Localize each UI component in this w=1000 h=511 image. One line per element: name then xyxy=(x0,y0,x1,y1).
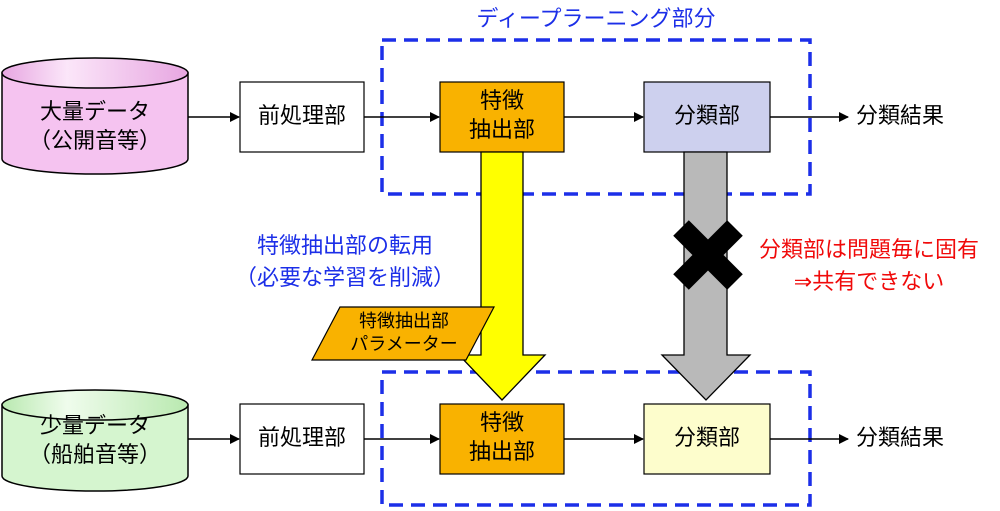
not-shared-note-line-1: 分類部は問題毎に固有 xyxy=(758,238,979,264)
bottom-classifier-label: 分類部 xyxy=(673,425,740,451)
parameter-line-2: パラメーター xyxy=(350,333,458,355)
top-feature-line-2: 抽出部 xyxy=(468,118,535,143)
parameter-label: 特徴抽出部 パラメーター xyxy=(318,307,490,360)
top-classifier-box xyxy=(643,81,771,153)
top-feature-label: 特徴 抽出部 xyxy=(440,82,564,152)
top-result-label: 分類結果 xyxy=(856,103,945,129)
large-data-cylinder xyxy=(1,57,189,175)
small-data-cylinder xyxy=(1,389,189,492)
small-data-label: 少量データ （船舶音等） xyxy=(2,406,188,478)
not-shared-arrow xyxy=(660,151,752,401)
small-data-line-1: 少量データ xyxy=(39,414,150,440)
transfer-arrow xyxy=(457,151,547,401)
large-data-label: 大量データ （公開音等） xyxy=(2,92,188,164)
not-shared-note: 分類部は問題毎に固有 ⇒共有できない xyxy=(738,232,1000,302)
top-feature-line-1: 特徴 xyxy=(479,89,524,115)
small-data-line-2: （船舶音等） xyxy=(28,443,161,468)
bottom-preprocess-box xyxy=(239,403,365,475)
transfer-note: 特徴抽出部の転用 （必要な学習を削減） xyxy=(220,228,470,298)
top-preprocess-label: 前処理部 xyxy=(257,103,346,129)
transfer-note-line-1: 特徴抽出部の転用 xyxy=(256,234,433,260)
bottom-feature-label: 特徴 抽出部 xyxy=(440,404,564,474)
bottom-preprocess-label: 前処理部 xyxy=(257,425,346,451)
bottom-feature-line-2: 抽出部 xyxy=(468,440,535,465)
not-shared-note-line-2: ⇒共有できない xyxy=(793,270,945,295)
top-classifier-label: 分類部 xyxy=(673,103,740,129)
parameter-line-1: 特徴抽出部 xyxy=(359,311,449,332)
section-title: ディープラーニング部分 xyxy=(476,7,716,32)
cross-mark xyxy=(673,220,743,290)
top-preprocess-box xyxy=(239,81,365,153)
bottom-feature-line-1: 特徴 xyxy=(479,411,524,437)
large-data-line-1: 大量データ xyxy=(39,100,150,126)
bottom-result-label: 分類結果 xyxy=(856,425,945,451)
top-feature-box xyxy=(439,81,565,153)
transfer-note-line-2: （必要な学習を削減） xyxy=(234,266,455,291)
parameter-box xyxy=(311,306,495,361)
large-data-line-2: （公開音等） xyxy=(28,129,161,154)
